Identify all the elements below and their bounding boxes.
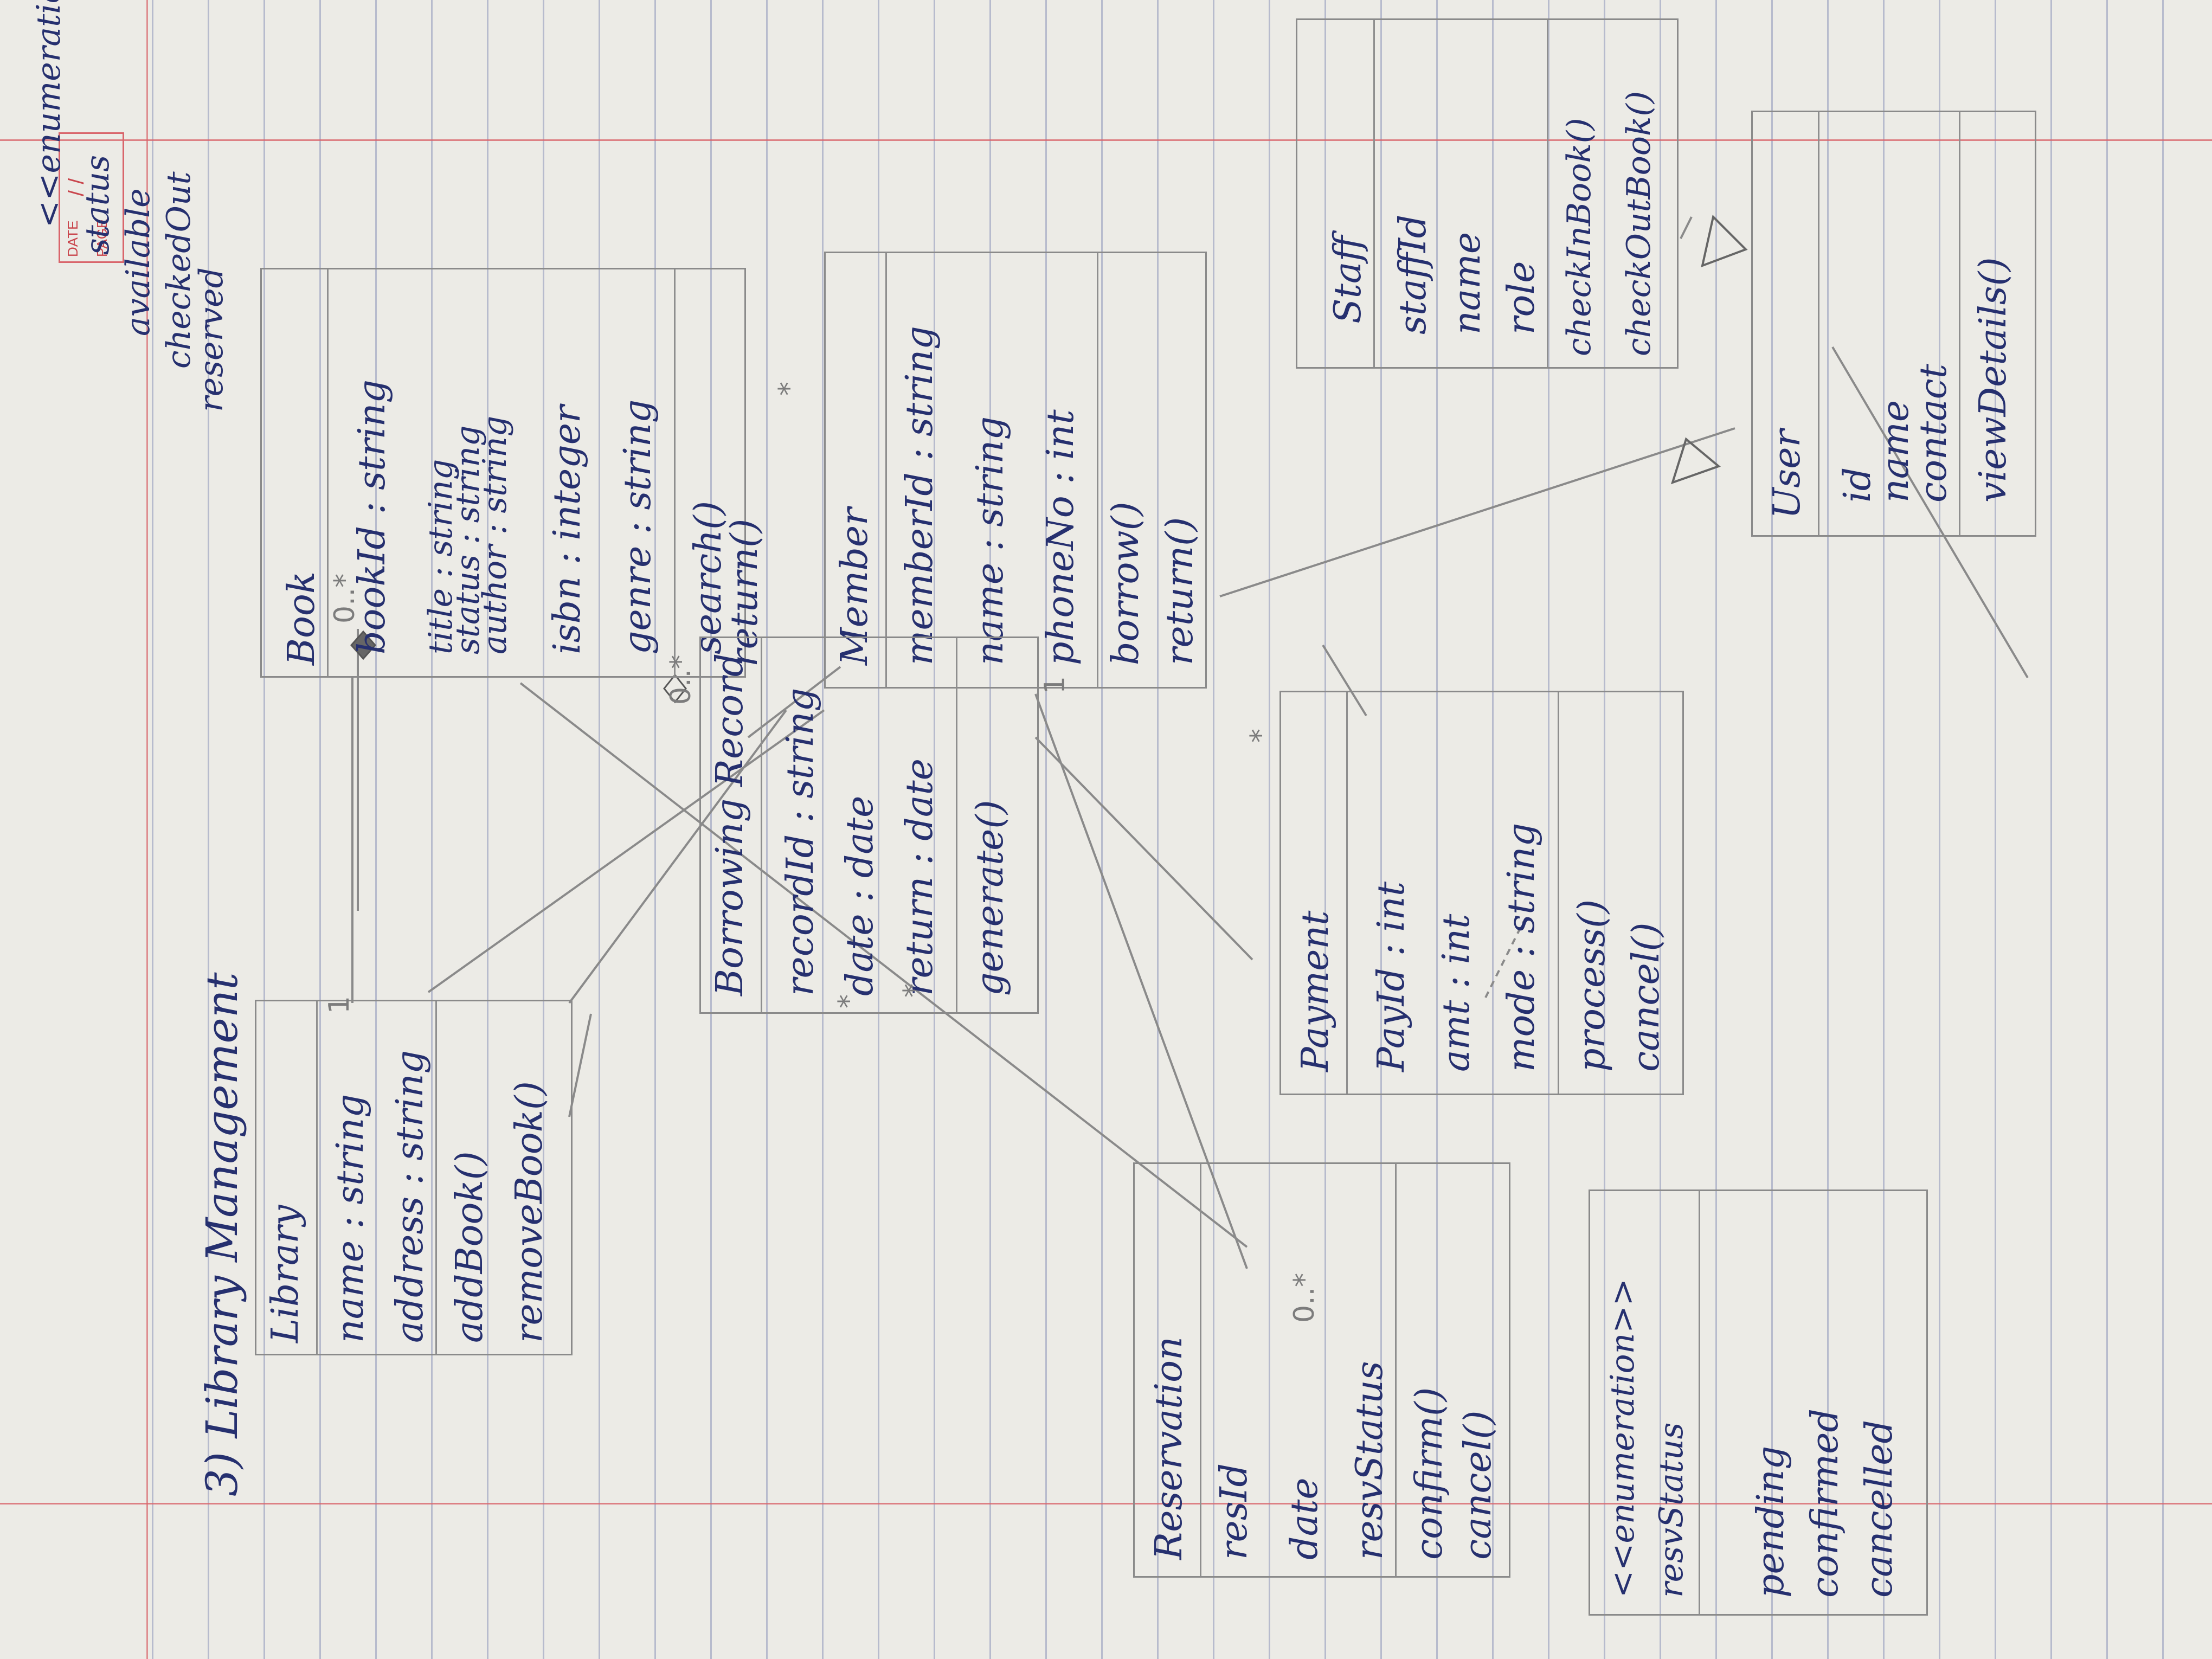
reservation-attr-3: resvStatus (1348, 1361, 1391, 1560)
book-attr-4: author : string (476, 415, 514, 654)
reservation-title: Reservation (1148, 1336, 1191, 1560)
member-class-box: Member memberId : string name : string p… (824, 252, 1207, 689)
enum-status-value-1: available (119, 188, 157, 336)
book-attr-5: isbn : integer (546, 405, 589, 655)
borrowing-class-box: Borrowing Record recordId : string date … (699, 636, 1039, 1014)
reservation-attr-2: date (1283, 1477, 1326, 1560)
member-reservation-line (1034, 693, 1248, 1269)
member-borrowing-line (427, 709, 825, 993)
member-attr-3: phoneNo : int (1039, 409, 1082, 665)
staff-class-box: Staff staffId name role checkInBook() ch… (1296, 18, 1679, 369)
member-payment-line (1034, 736, 1253, 961)
library-title: Library (264, 1205, 307, 1343)
aggregation-diamond (663, 673, 687, 704)
payment-title: Payment (1294, 910, 1337, 1072)
staff-attr-3: role (1500, 261, 1543, 335)
staff-method-2: checkOutBook() (1620, 91, 1658, 356)
enum-resv-box: <<enumeration>> resvStatus pending confi… (1589, 1189, 1928, 1616)
borrowing-attr-3: return : date (898, 758, 941, 996)
book-method-1: search() (687, 500, 730, 654)
user-method-1: viewDetails() (1972, 257, 2015, 503)
member-attr-1: memberId : string (898, 326, 941, 665)
borrowing-attr-2: date : date (839, 795, 882, 996)
reservation-method-1: confirm() (1408, 1387, 1451, 1560)
borrowing-title: Borrowing Record (709, 653, 751, 996)
payment-method-2: cancel() (1625, 922, 1668, 1072)
reservation-class-box: Reservation resId date resvStatus confir… (1133, 1162, 1510, 1578)
library-method-1: addBook() (448, 1151, 491, 1343)
mult-payment-star: * (1245, 729, 1277, 743)
enum-status-value-3: reserved (192, 267, 230, 412)
staff-user-inherit (1680, 216, 1693, 239)
inheritance-triangle-member (1670, 437, 1721, 485)
library-staff-line (568, 1013, 592, 1117)
payment-class-box: Payment PayId : int amt : int mode : str… (1279, 691, 1684, 1095)
mult-borrow-star-2: * (898, 983, 930, 998)
book-borrowing-line (747, 666, 841, 738)
mult-one-library: 1 (323, 995, 356, 1014)
user-attr-3: contact (1912, 363, 1955, 503)
borrowing-method-1: generate() (969, 800, 1012, 996)
page-heading: 3) Library Management (197, 972, 247, 1496)
user-class-box: User id name contact viewDetails() (1751, 111, 2036, 537)
library-class-box: Library name : string address : string a… (255, 1000, 573, 1355)
mult-member-res: 0..* (1288, 1272, 1321, 1323)
reservation-enum-dependency (1484, 921, 1525, 998)
payment-method-1: process() (1571, 899, 1613, 1072)
user-cross-out (1831, 346, 2029, 679)
reservation-attr-1: resId (1213, 1463, 1256, 1560)
enum-resv-value-3: cancelled (1858, 1419, 1901, 1598)
inheritance-triangle-staff (1701, 215, 1748, 268)
mult-library-book: 0..* (329, 573, 361, 623)
mult-one-member: 1 (1039, 676, 1071, 694)
enum-resv-value-1: pending (1750, 1445, 1792, 1598)
composition-diamond (350, 630, 376, 660)
staff-payment-line (1322, 644, 1367, 717)
mult-book-borrow: 0..* (665, 654, 697, 705)
mult-borrow-star: * (833, 994, 865, 1008)
payment-attr-3: mode : string (1500, 822, 1543, 1072)
member-user-inherit (1219, 427, 1735, 597)
book-attr-6: genre : string (616, 399, 659, 654)
payment-attr-1: PayId : int (1370, 881, 1413, 1072)
library-method-2: removeBook() (508, 1081, 551, 1343)
library-attr-2: address : string (389, 1050, 432, 1343)
user-attr-1: id (1836, 467, 1879, 503)
mult-member-star: * (773, 382, 806, 396)
enum-resv-value-2: confirmed (1804, 1409, 1847, 1598)
user-title: User (1766, 429, 1809, 519)
user-attr-2: name (1874, 400, 1917, 503)
borrowing-attr-1: recordId : string (779, 687, 822, 996)
enum-resv-stereotype: <<enumeration>> (1604, 1278, 1642, 1598)
book-title: Book (280, 571, 323, 665)
library-attr-1: name : string (329, 1094, 372, 1343)
staff-method-1: checkInBook() (1560, 118, 1598, 356)
book-reservation-line (519, 682, 1248, 1248)
enum-status-value-2: checkedOut (160, 171, 198, 369)
enum-status-stereotype: <<enumeration>> (30, 0, 68, 228)
enum-resv-name: resvStatus (1652, 1422, 1690, 1598)
enum-status-name: status (79, 155, 117, 255)
member-method-1: borrow() (1104, 501, 1147, 665)
member-method-2: return() (1159, 517, 1201, 665)
staff-attr-1: staffId (1392, 214, 1435, 335)
staff-attr-2: name (1446, 232, 1489, 335)
member-attr-2: name : string (969, 416, 1012, 665)
staff-title: Staff (1327, 235, 1369, 324)
payment-attr-2: amt : int (1435, 914, 1478, 1072)
library-borrowing-line (568, 709, 787, 1004)
reservation-method-2: cancel() (1457, 1410, 1500, 1560)
